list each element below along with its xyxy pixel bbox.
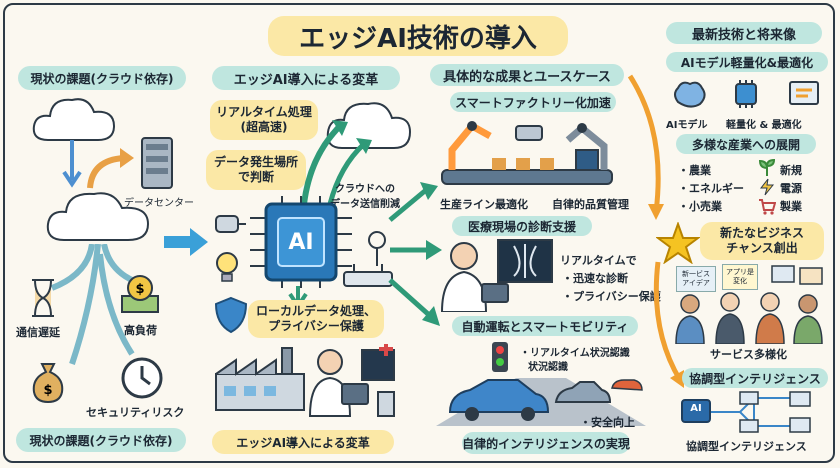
- collab-label: 協調型インテリジェンス: [686, 440, 807, 453]
- cloud-icon: [32, 98, 116, 141]
- auto-bullet-1: ・リアルタイム状況認識: [520, 348, 630, 359]
- left-heading-top: 現状の課題(クラウド依存): [18, 66, 186, 90]
- new-item-1: 新規: [780, 164, 802, 177]
- server-icon: [141, 137, 173, 189]
- issue-security-label: セキュリティリスク: [86, 406, 185, 419]
- star-icon: [656, 222, 700, 264]
- auto-bullet-1b: 状況認識: [528, 362, 568, 373]
- factory-title: スマートファクトリー化加速: [450, 92, 616, 112]
- cars-road-icon: [436, 342, 646, 426]
- outer-frame: [3, 3, 835, 463]
- chip-small-icon: [735, 80, 757, 108]
- model-label: AIモデル: [666, 120, 708, 131]
- auto-bullet-2: ・安全向上: [580, 416, 635, 429]
- ai-chip-label: AI: [288, 230, 314, 255]
- industry-3: ・小売業: [678, 200, 722, 213]
- doctor-xray-icon: [440, 239, 553, 312]
- realtime-label: リアルタイム処理 (超高速): [210, 100, 318, 140]
- center-heading-top: エッジAI導入による変革: [212, 66, 400, 90]
- cloud-reduce-label: クラウドへの データ送信削減: [330, 184, 400, 210]
- auto-title: 自動運転とスマートモビリティ: [452, 316, 638, 336]
- auto-footer: 自律的インテリジェンスの実現: [462, 432, 630, 454]
- doctor-tablet-icon: [308, 344, 395, 417]
- upload-arrow-icon: [62, 140, 82, 188]
- issue-load-label: 高負荷: [124, 324, 157, 337]
- big-arrow-right-icon: [164, 228, 208, 256]
- medical-lead: リアルタイムで: [560, 254, 637, 267]
- team-icon: [675, 292, 823, 344]
- svg-text:$: $: [43, 383, 52, 398]
- bolt-icon: [759, 178, 775, 196]
- judge-label: データ発生場所 で判断: [206, 150, 306, 190]
- up-arrows-icon: [301, 120, 372, 205]
- tune-icon: [789, 81, 819, 105]
- collab-heading: 協調型インテリジェンス: [682, 368, 828, 388]
- brain-icon: [674, 81, 706, 108]
- results-heading: 具体的な成果とユースケース: [430, 64, 624, 86]
- network-icon: [681, 391, 811, 433]
- router-icon: [343, 264, 393, 287]
- bulb-icon: [216, 252, 238, 282]
- sprout-icon: [758, 158, 776, 176]
- money-bag-icon: $: [32, 363, 64, 404]
- network-node-label: AI: [690, 403, 702, 414]
- orange-curve-arrow-2-icon: [653, 261, 684, 388]
- clock-icon: [121, 357, 163, 399]
- local-processing-label: ローカルデータ処理、 プライバシー保護: [248, 300, 384, 338]
- future-sub1: AIモデル軽量化&最適化: [666, 52, 828, 72]
- ai-chip-icon: [250, 196, 352, 288]
- industry-2: ・エネルギー: [678, 182, 744, 195]
- center-heading-bottom: エッジAI導入による変革: [212, 430, 394, 454]
- star-label: 新たなビジネス チャンス創出: [700, 222, 824, 260]
- medical-title: 医療現場の診断支援: [452, 216, 592, 236]
- robot-arm-icon: [441, 121, 613, 185]
- curve-arrow-icon: [87, 148, 134, 189]
- shield-icon: [214, 296, 248, 334]
- sensor-icon: [215, 215, 246, 233]
- idea-note-2: アプリ是 変化: [722, 264, 758, 290]
- future-heading: 最新技術と将来像: [666, 22, 822, 44]
- orange-curve-arrow-icon: [627, 74, 664, 220]
- money-stack-icon: $: [121, 275, 159, 313]
- factory-quality-label: 自律的品質管理: [552, 198, 629, 211]
- cloud-right-icon: [326, 102, 412, 149]
- idea-note-1: 新一ビス アイデア: [676, 266, 716, 292]
- new-item-2: 電源: [780, 182, 802, 195]
- issue-latency-label: 通信遅延: [16, 326, 60, 339]
- new-item-3: 製業: [780, 200, 802, 213]
- factory-line-label: 生産ライン最適化: [440, 198, 528, 211]
- industry-1: ・農業: [678, 164, 711, 177]
- svg-text:$: $: [135, 282, 144, 297]
- fan-arrows-icon: [388, 182, 442, 326]
- opt-label: 軽量化 & 最適化: [726, 120, 802, 131]
- cart-icon: [759, 199, 776, 215]
- datacenter-label: データセンター: [124, 198, 194, 209]
- hourglass-icon: [32, 279, 54, 317]
- left-heading-bottom: 現状の課題(クラウド依存): [16, 428, 186, 452]
- medical-bullet-2: ・プライバシー保護: [562, 290, 661, 303]
- antenna-icon: [368, 231, 386, 266]
- medical-bullet-1: ・迅速な診断: [562, 272, 628, 285]
- app-screens-icon: [771, 265, 823, 285]
- factory-icon: [215, 347, 305, 411]
- page-title: エッジAI技術の導入: [268, 16, 568, 56]
- diversify-label: サービス多様化: [710, 348, 787, 361]
- cloud-main-icon: [46, 192, 150, 241]
- future-sub2: 多様な産業への展開: [676, 134, 816, 154]
